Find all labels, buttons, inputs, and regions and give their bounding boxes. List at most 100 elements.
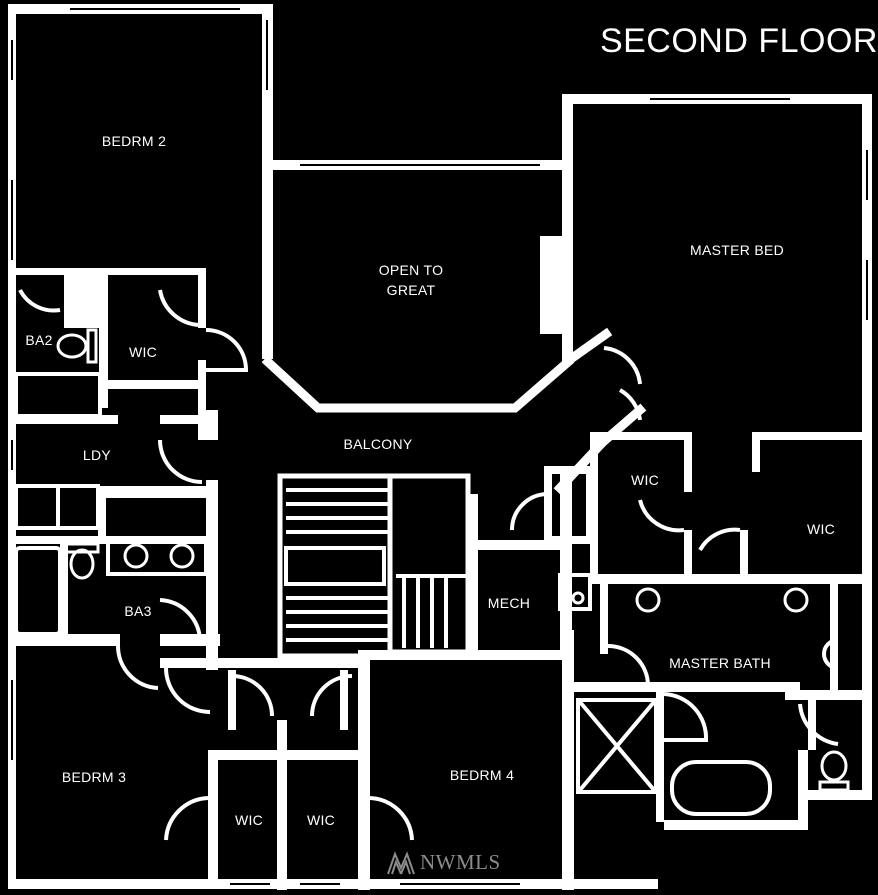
balcony-rail: [261, 355, 575, 413]
door-swing: [158, 439, 203, 484]
room-label-bedroom-4: BEDRM 4: [449, 767, 515, 783]
wall: [98, 486, 106, 542]
room-label-bath-2: BA2: [25, 332, 53, 348]
door-swing: [231, 674, 274, 717]
door-swing: [115, 645, 159, 690]
toilet: [820, 750, 848, 782]
wall: [664, 820, 804, 830]
counter: [56, 486, 60, 528]
door-swing: [698, 527, 741, 552]
wall: [752, 432, 862, 440]
door-swing: [822, 638, 839, 670]
room-label-wic: WIC: [128, 344, 158, 360]
door-swing: [607, 644, 650, 687]
toilet: [69, 548, 95, 580]
wall: [262, 4, 273, 359]
wall: [785, 690, 870, 700]
wall: [562, 94, 573, 364]
wall: [468, 540, 568, 550]
wall: [60, 540, 68, 634]
wall: [808, 700, 816, 750]
wall: [553, 435, 610, 495]
room-label-bedroom-3: BEDRM 3: [61, 769, 127, 785]
toilet-tank: [818, 780, 850, 792]
wall: [808, 790, 870, 800]
wall: [862, 94, 872, 714]
wall: [206, 580, 218, 670]
sink: [635, 587, 661, 613]
sink: [123, 543, 149, 569]
wall: [590, 574, 862, 584]
wall: [160, 634, 220, 646]
door-swing: [158, 289, 201, 327]
wall: [752, 432, 760, 472]
wall: [562, 630, 574, 890]
door-swing: [18, 289, 61, 313]
tub: [14, 546, 62, 636]
stair-frame: [387, 473, 471, 655]
nwmls-logo-icon: [387, 851, 415, 875]
wall: [206, 480, 218, 580]
wall: [590, 432, 690, 440]
room-label-bedroom-2: BEDRM 2: [101, 133, 167, 149]
wall: [198, 268, 206, 328]
wall: [574, 682, 800, 692]
wall: [568, 327, 613, 363]
door-swing: [310, 674, 353, 717]
wall: [358, 668, 370, 890]
wall: [8, 415, 118, 424]
wall: [198, 360, 206, 410]
wall: [106, 538, 208, 576]
wall: [684, 432, 692, 492]
door-swing: [798, 703, 839, 746]
door-swing: [618, 388, 642, 421]
door-swing: [663, 692, 709, 742]
stair-landing: [284, 546, 386, 586]
room-label-wic: WIC: [630, 472, 660, 488]
toilet-tank: [64, 542, 100, 554]
sink: [74, 288, 98, 312]
wall: [340, 670, 348, 730]
room-label-open-to-great: OPEN TO GREAT: [378, 262, 444, 298]
room-label-wic: WIC: [806, 521, 836, 537]
wall: [208, 879, 370, 889]
wall: [600, 584, 608, 654]
watermark: NWMLS: [386, 842, 501, 882]
door-swing: [159, 598, 202, 641]
wall: [468, 494, 478, 650]
door-swing: [205, 328, 249, 372]
wall: [8, 634, 120, 646]
wall: [228, 670, 236, 730]
door-swing: [369, 796, 414, 841]
door-swing: [638, 499, 685, 533]
door-swing: [510, 492, 549, 531]
wall: [596, 403, 647, 449]
wall: [100, 380, 206, 389]
tub: [670, 760, 772, 816]
toilet-tank: [86, 328, 98, 364]
wall: [14, 372, 102, 418]
door-swing: [603, 346, 642, 385]
sink: [169, 543, 195, 569]
shower-x: [578, 700, 656, 792]
door-swing: [164, 667, 211, 714]
wall: [198, 410, 218, 440]
room-label-mech: MECH: [487, 595, 531, 611]
door-swing: [164, 796, 209, 841]
wall: [798, 750, 808, 830]
wall: [740, 530, 748, 582]
wall: [160, 658, 370, 668]
wall: [208, 760, 218, 889]
room-label-balcony: BALCONY: [343, 436, 413, 452]
watermark-text: NWMLS: [420, 849, 501, 874]
wall: [98, 486, 216, 498]
wall: [590, 440, 598, 580]
room-label-wic: WIC: [234, 812, 264, 828]
room-label-wic: WIC: [306, 812, 336, 828]
wall: [862, 700, 872, 800]
room-label-bath-3: BA3: [124, 603, 152, 619]
wall: [8, 879, 218, 889]
toilet: [56, 333, 88, 359]
floor-title: SECOND FLOOR: [599, 22, 878, 60]
